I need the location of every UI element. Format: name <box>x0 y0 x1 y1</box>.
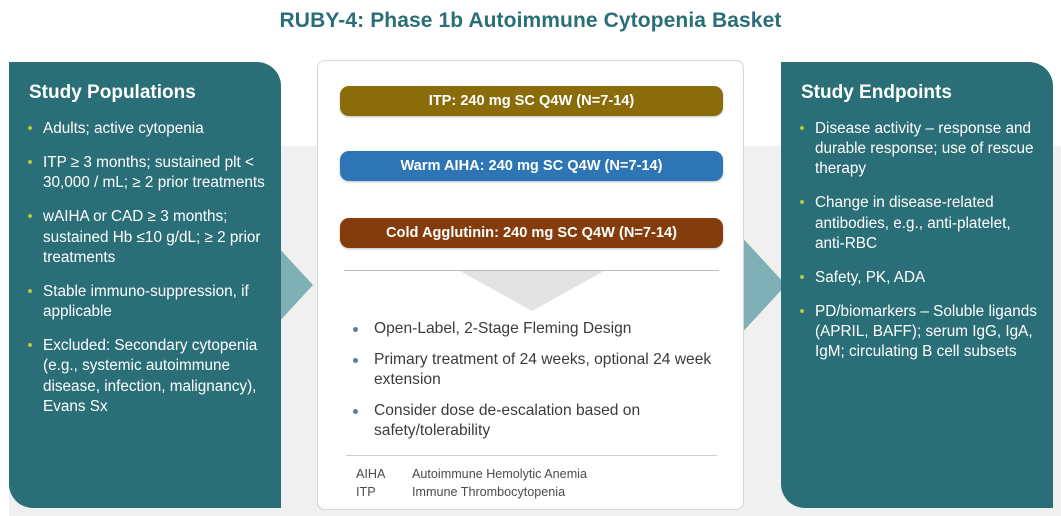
list-item-label: Consider dose de-escalation based on saf… <box>374 401 641 439</box>
abbreviation-legend: AIHA Autoimmune Hemolytic Anemia ITP Imm… <box>356 466 587 502</box>
list-item-label: Change in disease-related antibodies, e.… <box>815 194 1011 252</box>
bullet-icon <box>353 408 358 414</box>
list-item: Adults; active cytopenia <box>27 119 265 139</box>
bullet-icon <box>800 309 804 314</box>
legend-divider <box>346 455 717 456</box>
list-item-label: wAIHA or CAD ≥ 3 months; sustained Hb ≤1… <box>43 208 261 266</box>
study-endpoints-list: Disease activity – response and durable … <box>799 119 1037 363</box>
bullet-icon <box>353 327 358 332</box>
cohort-bar-label: ITP: 240 mg SC Q4W (N=7-14) <box>428 93 635 109</box>
page-title: RUBY-4: Phase 1b Autoimmune Cytopenia Ba… <box>279 9 782 32</box>
list-item-label: Safety, PK, ADA <box>815 268 926 286</box>
legend-row: AIHA Autoimmune Hemolytic Anemia <box>356 466 587 484</box>
background-band-edge <box>0 146 9 516</box>
bullet-icon <box>800 274 804 279</box>
section-divider <box>344 270 719 271</box>
list-item: Primary treatment of 24 weeks, optional … <box>348 350 728 390</box>
list-item: Change in disease-related antibodies, e.… <box>799 193 1037 254</box>
cohort-bar-label: Cold Agglutinin: 240 mg SC Q4W (N=7-14) <box>386 225 677 241</box>
connector-arrow-right-icon <box>738 233 786 337</box>
list-item-label: Stable immuno-suppression, if applicable <box>43 282 249 321</box>
legend-definition: Immune Thrombocytopenia <box>412 484 566 499</box>
bullet-icon <box>800 200 804 205</box>
list-item-label: PD/biomarkers – Soluble ligands (APRIL, … <box>815 303 1037 361</box>
bullet-icon <box>28 343 32 348</box>
legend-row: ITP Immune Thrombocytopenia <box>356 484 587 502</box>
legend-definition: Autoimmune Hemolytic Anemia <box>412 467 587 481</box>
list-item: Disease activity – response and durable … <box>799 119 1037 180</box>
down-arrow-icon <box>460 271 604 311</box>
list-item-label: Adults; active cytopenia <box>43 119 204 137</box>
bullet-icon <box>28 125 32 130</box>
bullet-icon <box>800 125 804 130</box>
study-populations-heading: Study Populations <box>29 82 196 103</box>
list-item: Consider dose de-escalation based on saf… <box>348 401 728 441</box>
list-item-label: Excluded: Secondary cytopenia (e.g., sys… <box>43 337 258 415</box>
legend-abbreviation: ITP <box>356 484 376 499</box>
cohort-bar-warm-aiha: Warm AIHA: 240 mg SC Q4W (N=7-14) <box>340 151 723 181</box>
list-item-label: Disease activity – response and durable … <box>815 119 1034 178</box>
bullet-icon <box>28 214 32 219</box>
list-item: Stable immuno-suppression, if applicable <box>27 282 265 322</box>
cohort-bar-itp: ITP: 240 mg SC Q4W (N=7-14) <box>340 86 723 116</box>
study-endpoints-panel: Study Endpoints Disease activity – respo… <box>781 62 1053 508</box>
list-item: PD/biomarkers – Soluble ligands (APRIL, … <box>799 302 1037 363</box>
bullet-icon <box>353 357 358 363</box>
list-item: wAIHA or CAD ≥ 3 months; sustained Hb ≤1… <box>27 207 265 268</box>
list-item-label: ITP ≥ 3 months; sustained plt < 30,000 /… <box>43 153 265 192</box>
list-item-label: Primary treatment of 24 weeks, optional … <box>374 350 712 388</box>
list-item: Excluded: Secondary cytopenia (e.g., sys… <box>27 336 265 417</box>
bullet-icon <box>28 159 32 164</box>
cohort-bar-cold-agglutinin: Cold Agglutinin: 240 mg SC Q4W (N=7-14) <box>340 218 723 248</box>
list-item: Open-Label, 2-Stage Fleming Design <box>348 319 728 339</box>
study-populations-panel: Study Populations Adults; active cytopen… <box>9 62 281 508</box>
study-endpoints-heading: Study Endpoints <box>801 82 952 103</box>
study-design-card: ITP: 240 mg SC Q4W (N=7-14) Warm AIHA: 2… <box>317 60 744 510</box>
list-item-label: Open-Label, 2-Stage Fleming Design <box>374 320 632 337</box>
study-populations-list: Adults; active cytopenia ITP ≥ 3 months;… <box>27 119 265 417</box>
bullet-icon <box>28 288 32 293</box>
list-item: ITP ≥ 3 months; sustained plt < 30,000 /… <box>27 153 265 193</box>
cohort-bar-label: Warm AIHA: 240 mg SC Q4W (N=7-14) <box>400 158 663 174</box>
list-item: Safety, PK, ADA <box>799 268 1037 288</box>
legend-abbreviation: AIHA <box>356 467 386 481</box>
design-points-list: Open-Label, 2-Stage Fleming Design Prima… <box>348 319 728 452</box>
